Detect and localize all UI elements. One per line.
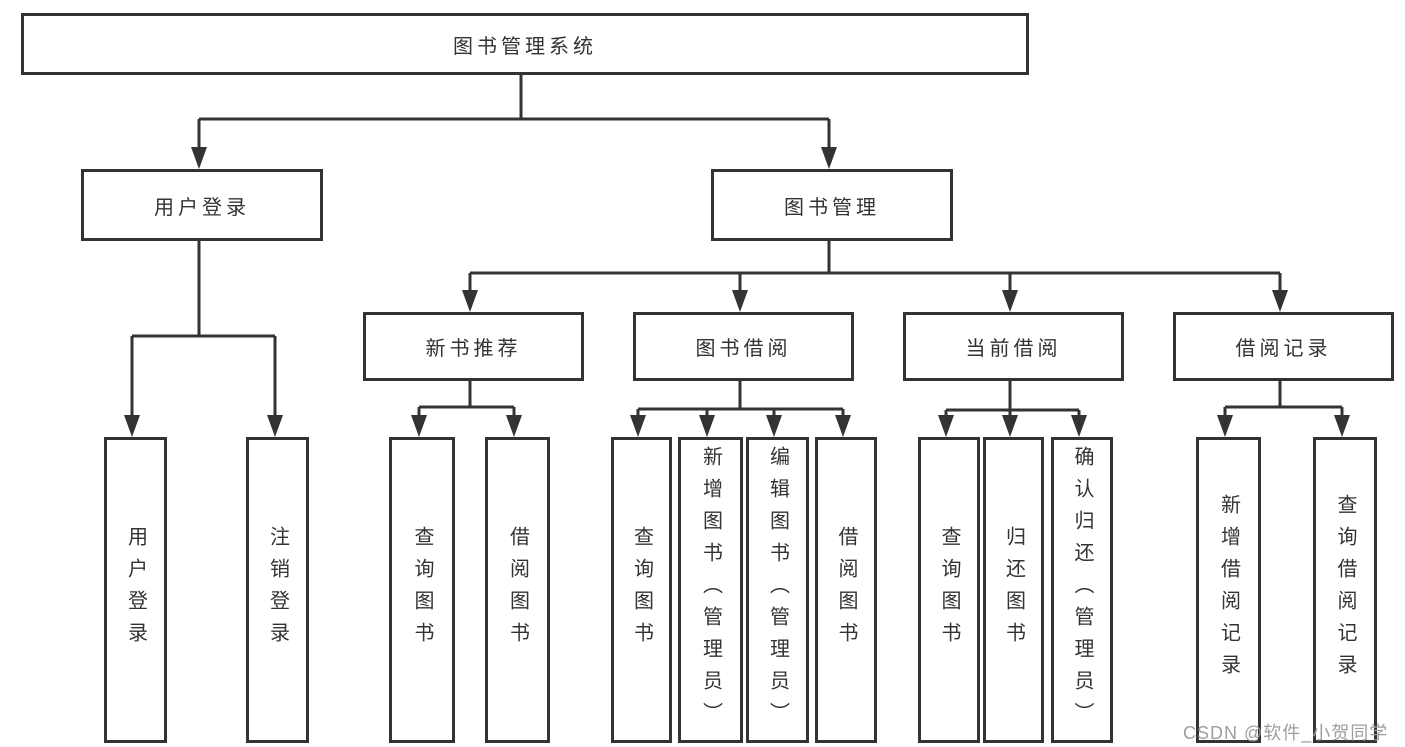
arrowheads [124, 147, 1350, 437]
leaf-borrowing-borrow-books: 借阅图书 [815, 437, 877, 743]
connector-book-management [468, 235, 1282, 291]
connector-new-book-recommendation [417, 375, 516, 416]
connector-current-borrowing [944, 375, 1081, 416]
node-book-borrowing: 图书借阅 [633, 312, 854, 381]
leaf-records-query-record: 查询借阅记录 [1313, 437, 1377, 743]
leaf-records-add-record: 新增借阅记录 [1196, 437, 1261, 743]
node-current-borrowing: 当前借阅 [903, 312, 1124, 381]
leaf-logout: 注销登录 [246, 437, 309, 743]
connector-user-login [130, 235, 277, 416]
connector-book-borrowing [636, 375, 845, 416]
leaf-borrowing-query-books: 查询图书 [611, 437, 672, 743]
leaf-current-return-books: 归还图书 [983, 437, 1044, 743]
leaf-current-query-books: 查询图书 [918, 437, 980, 743]
leaf-borrowing-add-books-admin: 新增图书（管理员） [678, 437, 743, 743]
node-new-book-recommendation: 新书推荐 [363, 312, 584, 381]
leaf-recommend-borrow-books: 借阅图书 [485, 437, 550, 743]
csdn-watermark: CSDN @软件_小贺同学 [1183, 723, 1389, 743]
leaf-current-confirm-return-admin: 确认归还（管理员） [1051, 437, 1113, 743]
node-user-login: 用户登录 [81, 169, 323, 241]
leaf-user-login: 用户登录 [104, 437, 167, 743]
connector-root [197, 66, 831, 148]
node-library-management-system: 图书管理系统 [21, 13, 1029, 75]
leaf-recommend-query-books: 查询图书 [389, 437, 455, 743]
connector-borrowing-records [1223, 375, 1344, 416]
leaf-borrowing-edit-books-admin: 编辑图书（管理员） [746, 437, 809, 743]
node-borrowing-records: 借阅记录 [1173, 312, 1394, 381]
node-book-management: 图书管理 [711, 169, 953, 241]
